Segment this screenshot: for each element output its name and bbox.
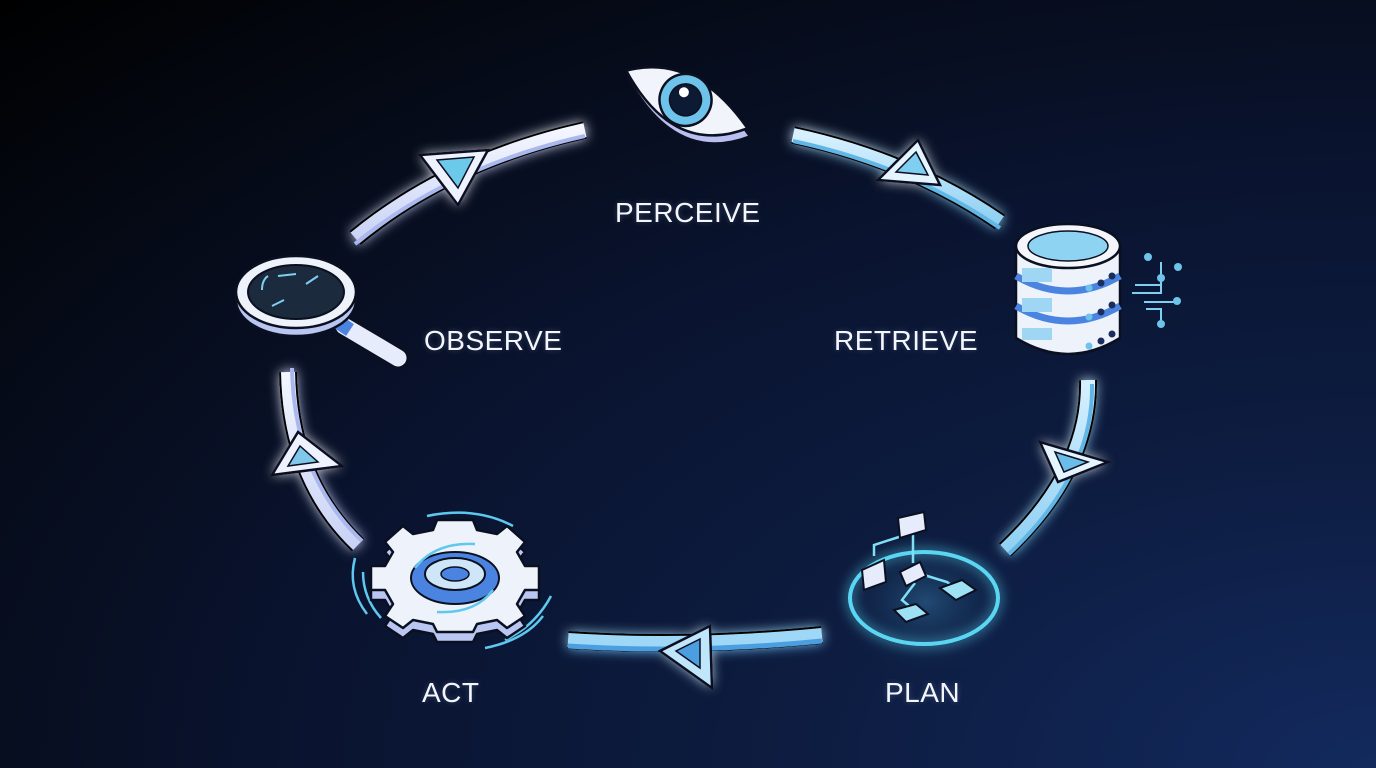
stage-label-plan: PLAN bbox=[885, 677, 961, 708]
arrow-observe-to-perceive bbox=[349, 121, 587, 246]
stage-label-observe: OBSERVE bbox=[424, 325, 563, 356]
database-icon bbox=[1014, 222, 1182, 356]
arrow-perceive-to-retrieve bbox=[791, 126, 1006, 230]
arrow-retrieve-to-plan bbox=[998, 379, 1112, 557]
stage-label-perceive: PERCEIVE bbox=[615, 197, 761, 228]
arrow-act-to-observe bbox=[269, 367, 365, 552]
flowchart-icon bbox=[826, 510, 1026, 682]
eye-icon bbox=[624, 66, 752, 145]
stage-label-retrieve: RETRIEVE bbox=[834, 325, 979, 356]
gear-icon bbox=[351, 511, 553, 650]
stage-label-act: ACT bbox=[422, 677, 480, 708]
magnifier-icon bbox=[234, 254, 409, 369]
arrow-plan-to-act bbox=[567, 624, 823, 691]
